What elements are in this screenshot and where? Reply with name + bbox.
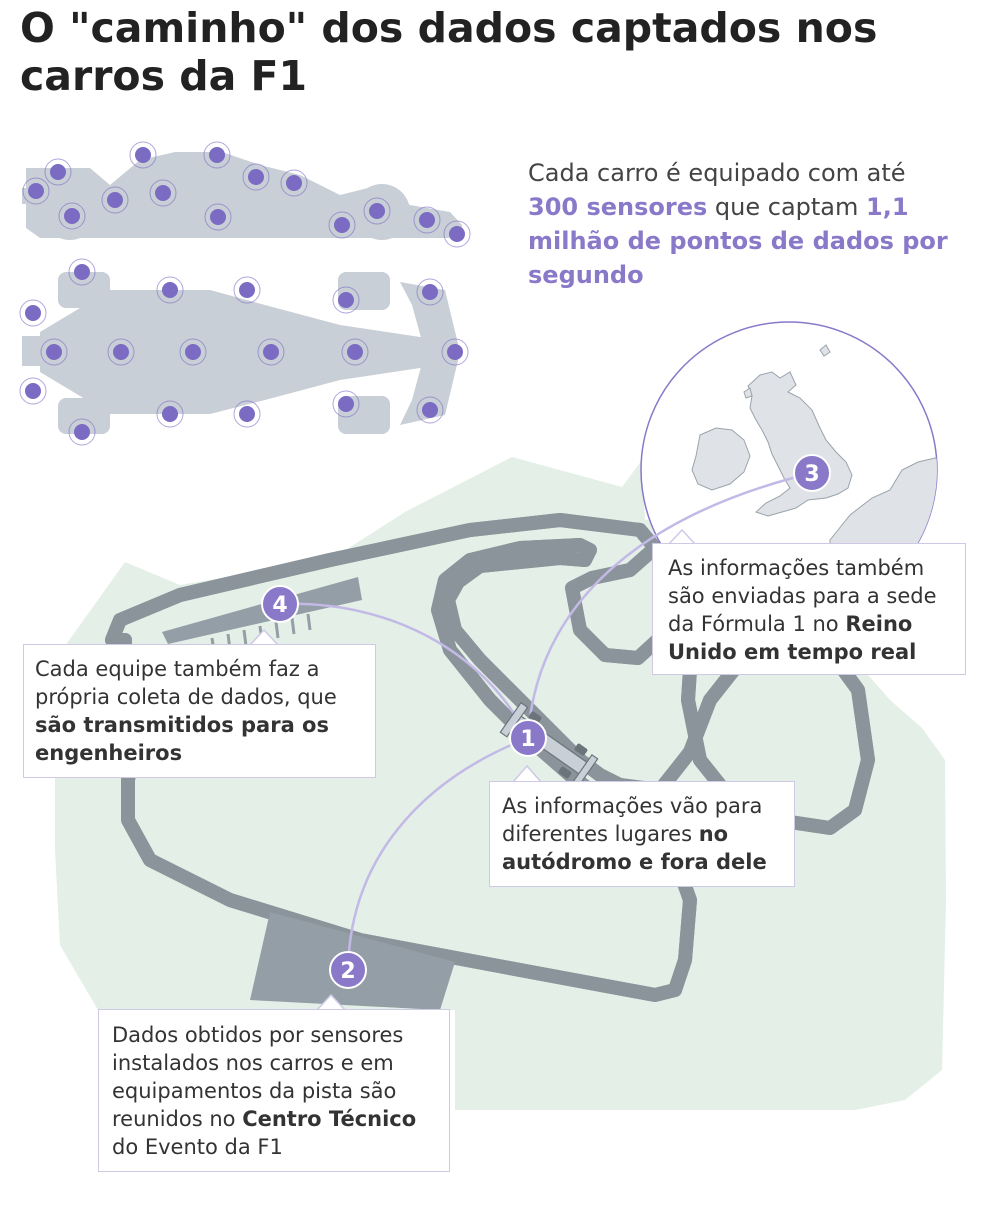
callout-text: As informações vão para diferentes lugar… xyxy=(502,794,763,846)
svg-text:1: 1 xyxy=(520,727,535,752)
sensor-icon xyxy=(101,186,129,214)
data-routes xyxy=(279,471,813,971)
sensor-icon xyxy=(328,211,356,239)
intro-highlight-data-points: 1,1 milhão de pontos de dados por segund… xyxy=(528,193,948,289)
sensor-icon xyxy=(107,338,135,366)
car-side-sensors xyxy=(22,141,471,248)
sensor-icon xyxy=(68,258,96,286)
sensor-icon xyxy=(242,163,270,191)
intro-text: Cada carro é equipado com até 300 sensor… xyxy=(528,156,948,292)
svg-text:3: 3 xyxy=(804,462,819,487)
team-garage-building xyxy=(162,577,362,644)
sensor-icon xyxy=(341,338,369,366)
svg-text:2: 2 xyxy=(340,959,355,984)
callout-bold-text: Centro Técnico xyxy=(242,1107,417,1131)
svg-text:4: 4 xyxy=(272,593,287,618)
sensor-icon xyxy=(19,299,47,327)
sensor-icon xyxy=(149,179,177,207)
intro-highlight-sensors: 300 sensores xyxy=(528,193,708,221)
sensor-icon xyxy=(68,418,96,446)
sensor-icon xyxy=(203,141,231,169)
sensor-icon xyxy=(233,400,261,428)
sensor-icon xyxy=(156,400,184,428)
intro-part-1: Cada carro é equipado com até xyxy=(528,159,906,187)
sensor-icon xyxy=(363,197,391,225)
sensor-icon xyxy=(204,203,232,231)
callout-text: Cada equipe também faz a própria coleta … xyxy=(35,657,337,709)
step-badge-2: 2 xyxy=(329,951,367,989)
sensor-icon xyxy=(413,206,441,234)
car-side-view xyxy=(22,152,462,240)
sensor-icon xyxy=(44,158,72,186)
intro-part-2: que captam xyxy=(707,193,867,221)
sensor-icon xyxy=(257,338,285,366)
step-badge-4: 4 xyxy=(261,585,299,623)
sensor-icon xyxy=(332,390,360,418)
callout-bold-text: Reino Unido em tempo real xyxy=(668,612,917,664)
step-badge-3: 3 xyxy=(793,454,831,492)
sensor-icon xyxy=(179,338,207,366)
sensor-icon xyxy=(416,396,444,424)
sensor-icon xyxy=(129,141,157,169)
sensor-icon xyxy=(441,338,469,366)
callout-text: Dados obtidos por sensores instalados no… xyxy=(112,1023,404,1131)
callout-pointers xyxy=(249,528,697,1011)
callout-step-2: Dados obtidos por sensores instalados no… xyxy=(98,1009,450,1172)
sensor-icon xyxy=(58,202,86,230)
step-badge-1: 1 xyxy=(509,719,547,757)
callout-text: As informações também são enviadas para … xyxy=(668,556,937,636)
car-top-sensors xyxy=(19,258,469,446)
sensor-icon xyxy=(332,286,360,314)
sensor-icon xyxy=(22,177,50,205)
sensor-icon xyxy=(416,278,444,306)
page-title: O "caminho" dos dados captados nos carro… xyxy=(20,4,878,100)
sensor-icon xyxy=(156,276,184,304)
sensor-icon xyxy=(233,276,261,304)
callout-tail-text: do Evento da F1 xyxy=(112,1135,283,1159)
callout-step-3: As informações também são enviadas para … xyxy=(652,543,966,675)
callout-bold-text: no autódromo e fora dele xyxy=(502,822,767,874)
sensor-icon xyxy=(40,338,68,366)
callout-step-4: Cada equipe também faz a própria coleta … xyxy=(23,644,376,778)
callout-step-1: As informações vão para diferentes lugar… xyxy=(489,781,795,887)
sensor-icon xyxy=(19,377,47,405)
sensor-icon xyxy=(280,169,308,197)
sensor-icon xyxy=(443,220,471,248)
callout-bold-text: são transmitidos para os engenheiros xyxy=(35,713,329,765)
